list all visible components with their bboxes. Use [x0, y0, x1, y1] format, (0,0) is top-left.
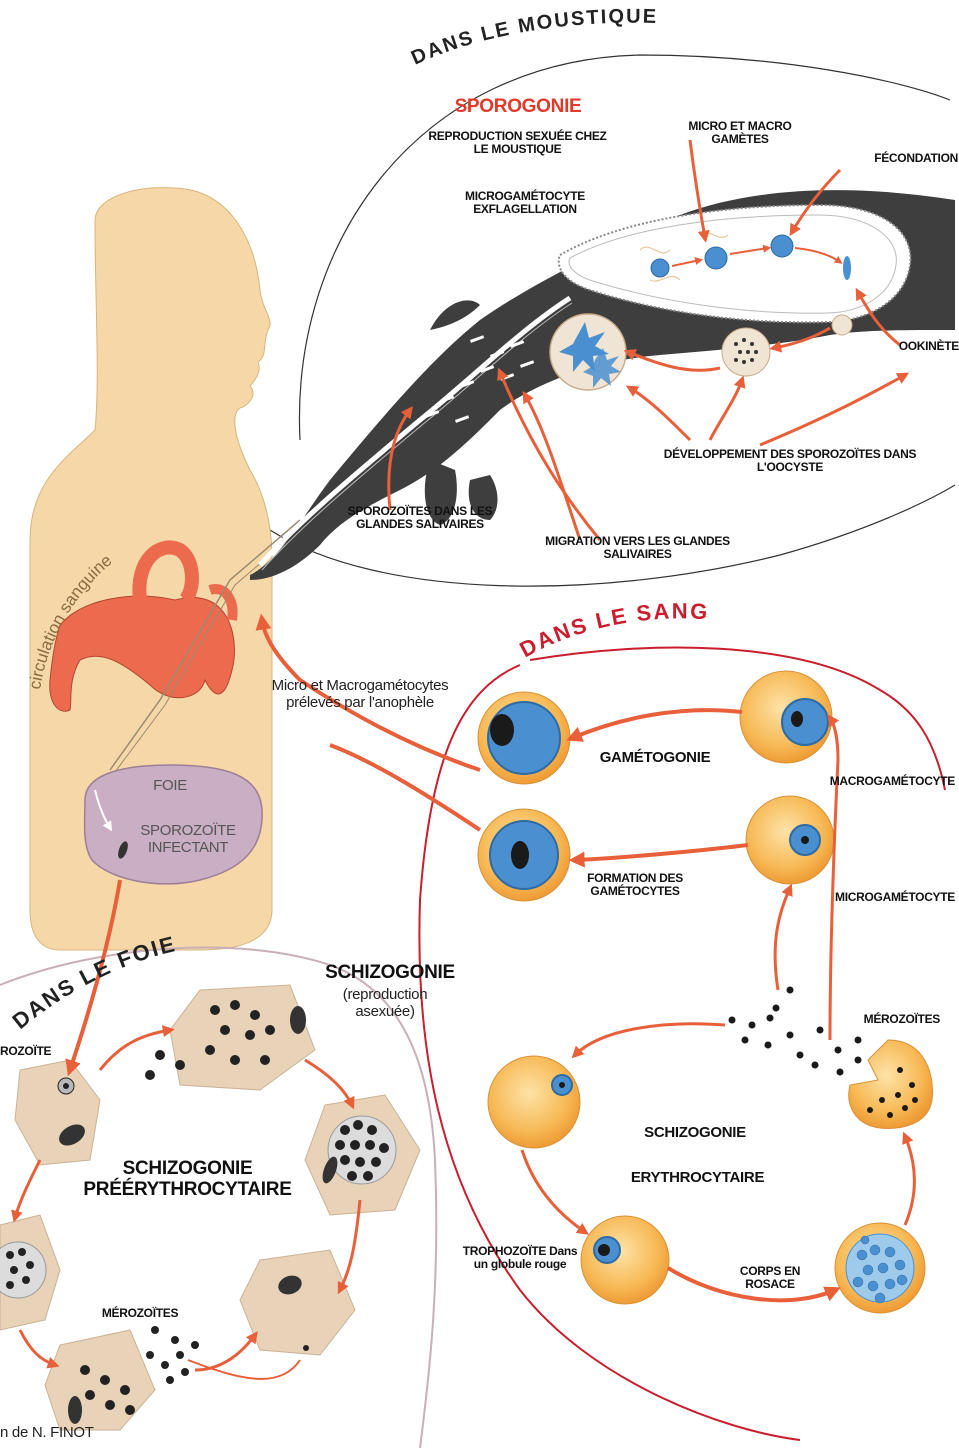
- arrow-migration-1: [525, 395, 580, 540]
- macrogametocyte-cell-blood: [478, 692, 570, 784]
- ookinete-label: OOKINÈTE: [880, 340, 959, 353]
- erythrocytaire-label: ERYTHROCYTAIRE: [610, 1170, 785, 1187]
- arrow-hepatocyte-loop-5: [20, 1330, 55, 1365]
- arrow-hepatocyte-loop-1: [100, 1030, 170, 1070]
- merozoites-bursting-cell: [849, 1040, 933, 1128]
- sporozoite-infectant-label: SPOROZOÏTE INFECTANT: [128, 823, 248, 857]
- sporogonie-title: SPOROGONIE: [438, 96, 598, 117]
- arrow-development-1: [630, 388, 690, 440]
- rosace-cell: [835, 1223, 925, 1313]
- gamete-cell-1: [651, 259, 669, 277]
- migration-label: MIGRATION VERS LES GLANDES SALIVAIRES: [530, 535, 745, 562]
- mosquito-section-heading: DANS LE MOUSTIQUE: [408, 6, 658, 70]
- schizogonie-blood-label: SCHIZOGONIE: [620, 1125, 770, 1142]
- liver-cell-top: [145, 985, 315, 1090]
- merozoites-liver-label: MÉROZOÏTES: [90, 1307, 190, 1320]
- gametocytes-prelevement-label: Micro et Macrogamétocytes prélevés par l…: [260, 678, 460, 712]
- oocyst-early: [832, 315, 852, 335]
- arrow-young-to-trophozoite: [522, 1150, 585, 1232]
- macrogametocyte-young: [740, 671, 832, 763]
- gamete-cell-2: [705, 247, 727, 269]
- foie-label: FOIE: [140, 778, 200, 795]
- arrow-micro-young-to-mature: [575, 845, 748, 860]
- arrow-hepatocyte-loop-6: [15, 1160, 40, 1218]
- liver-cell-bottom-right: [240, 1250, 355, 1355]
- gametes-label: MICRO ET MACRO GAMÈTES: [675, 120, 805, 147]
- trophozoite-cell: [581, 1216, 669, 1304]
- ookinete-cell: [843, 256, 851, 280]
- schizogonie-liver-title: SCHIZOGONIE: [300, 962, 480, 983]
- merozoites-blood-label: MÉROZOÏTES: [830, 1013, 940, 1026]
- sporozoites-glands-label: SPOROZOÏTES DANS LES GLANDES SALIVAIRES: [340, 505, 500, 532]
- asexuee-label: (reproduction asexuée): [330, 987, 440, 1021]
- arrow-development-3: [760, 375, 905, 445]
- arrow-hepatocyte-loop-4: [195, 1335, 255, 1370]
- microgametocyte-cell-blood: [478, 809, 570, 901]
- trophozoite-label: TROPHOZOÏTE Dans un globule rouge: [455, 1245, 585, 1272]
- young-trophozoite-cell: [488, 1056, 580, 1148]
- liver-cell-sporozoite: [15, 1060, 100, 1165]
- zygote-cell: [771, 235, 793, 257]
- liver-cell-bottom-left: [45, 1326, 199, 1430]
- liver-cell-left-schizont: [0, 1215, 60, 1330]
- gametogonie-label: GAMÉTOGONIE: [580, 750, 730, 767]
- arrow-rosace-to-burst: [905, 1136, 914, 1225]
- blood-section-heading: DANS LE SANG: [515, 598, 710, 662]
- sporogonie-subtitle: REPRODUCTION SEXUÉE CHEZ LE MOUSTIQUE: [420, 130, 615, 157]
- development-label: DÉVELOPPEMENT DES SPOROZOÏTES DANS L'OOC…: [640, 448, 940, 475]
- arrow-macro-young-to-mature: [572, 710, 742, 738]
- arrow-development-2: [710, 380, 742, 440]
- arrow-merozoite-to-macro: [830, 718, 838, 1040]
- credit-label: n de N. FINOT: [0, 1425, 170, 1442]
- arrow-hepatocyte-loop-2: [305, 1060, 352, 1105]
- preerythrocytaire-title: SCHIZOGONIE PRÉÉRYTHROCYTAIRE: [70, 1158, 305, 1201]
- fecondation-label: FÉCONDATION: [838, 152, 958, 165]
- arrow-micro-to-mosquito: [330, 745, 480, 830]
- microgametocyte-blood-label: MICROGAMÉTOCYTE: [795, 891, 955, 904]
- sporozoite-partial-label: ROZOÏTE: [0, 1045, 75, 1058]
- liver-cell-schizont: [305, 1095, 420, 1215]
- arrow-merozoite-to-young-rbc: [575, 1024, 725, 1055]
- microgametocyte-label: MICROGAMÉTOCYTE EXFLAGELLATION: [440, 190, 610, 217]
- arrow-merozoite-to-micro: [775, 888, 790, 990]
- free-merozoites: [729, 987, 862, 1076]
- macrogametocyte-label: MACROGAMÉTOCYTE: [790, 775, 955, 788]
- microgametocyte-young: [746, 796, 834, 884]
- rosace-label: CORPS EN ROSACE: [720, 1265, 820, 1292]
- formation-gametocytes-label: FORMATION DES GAMÉTOCYTES: [580, 872, 690, 899]
